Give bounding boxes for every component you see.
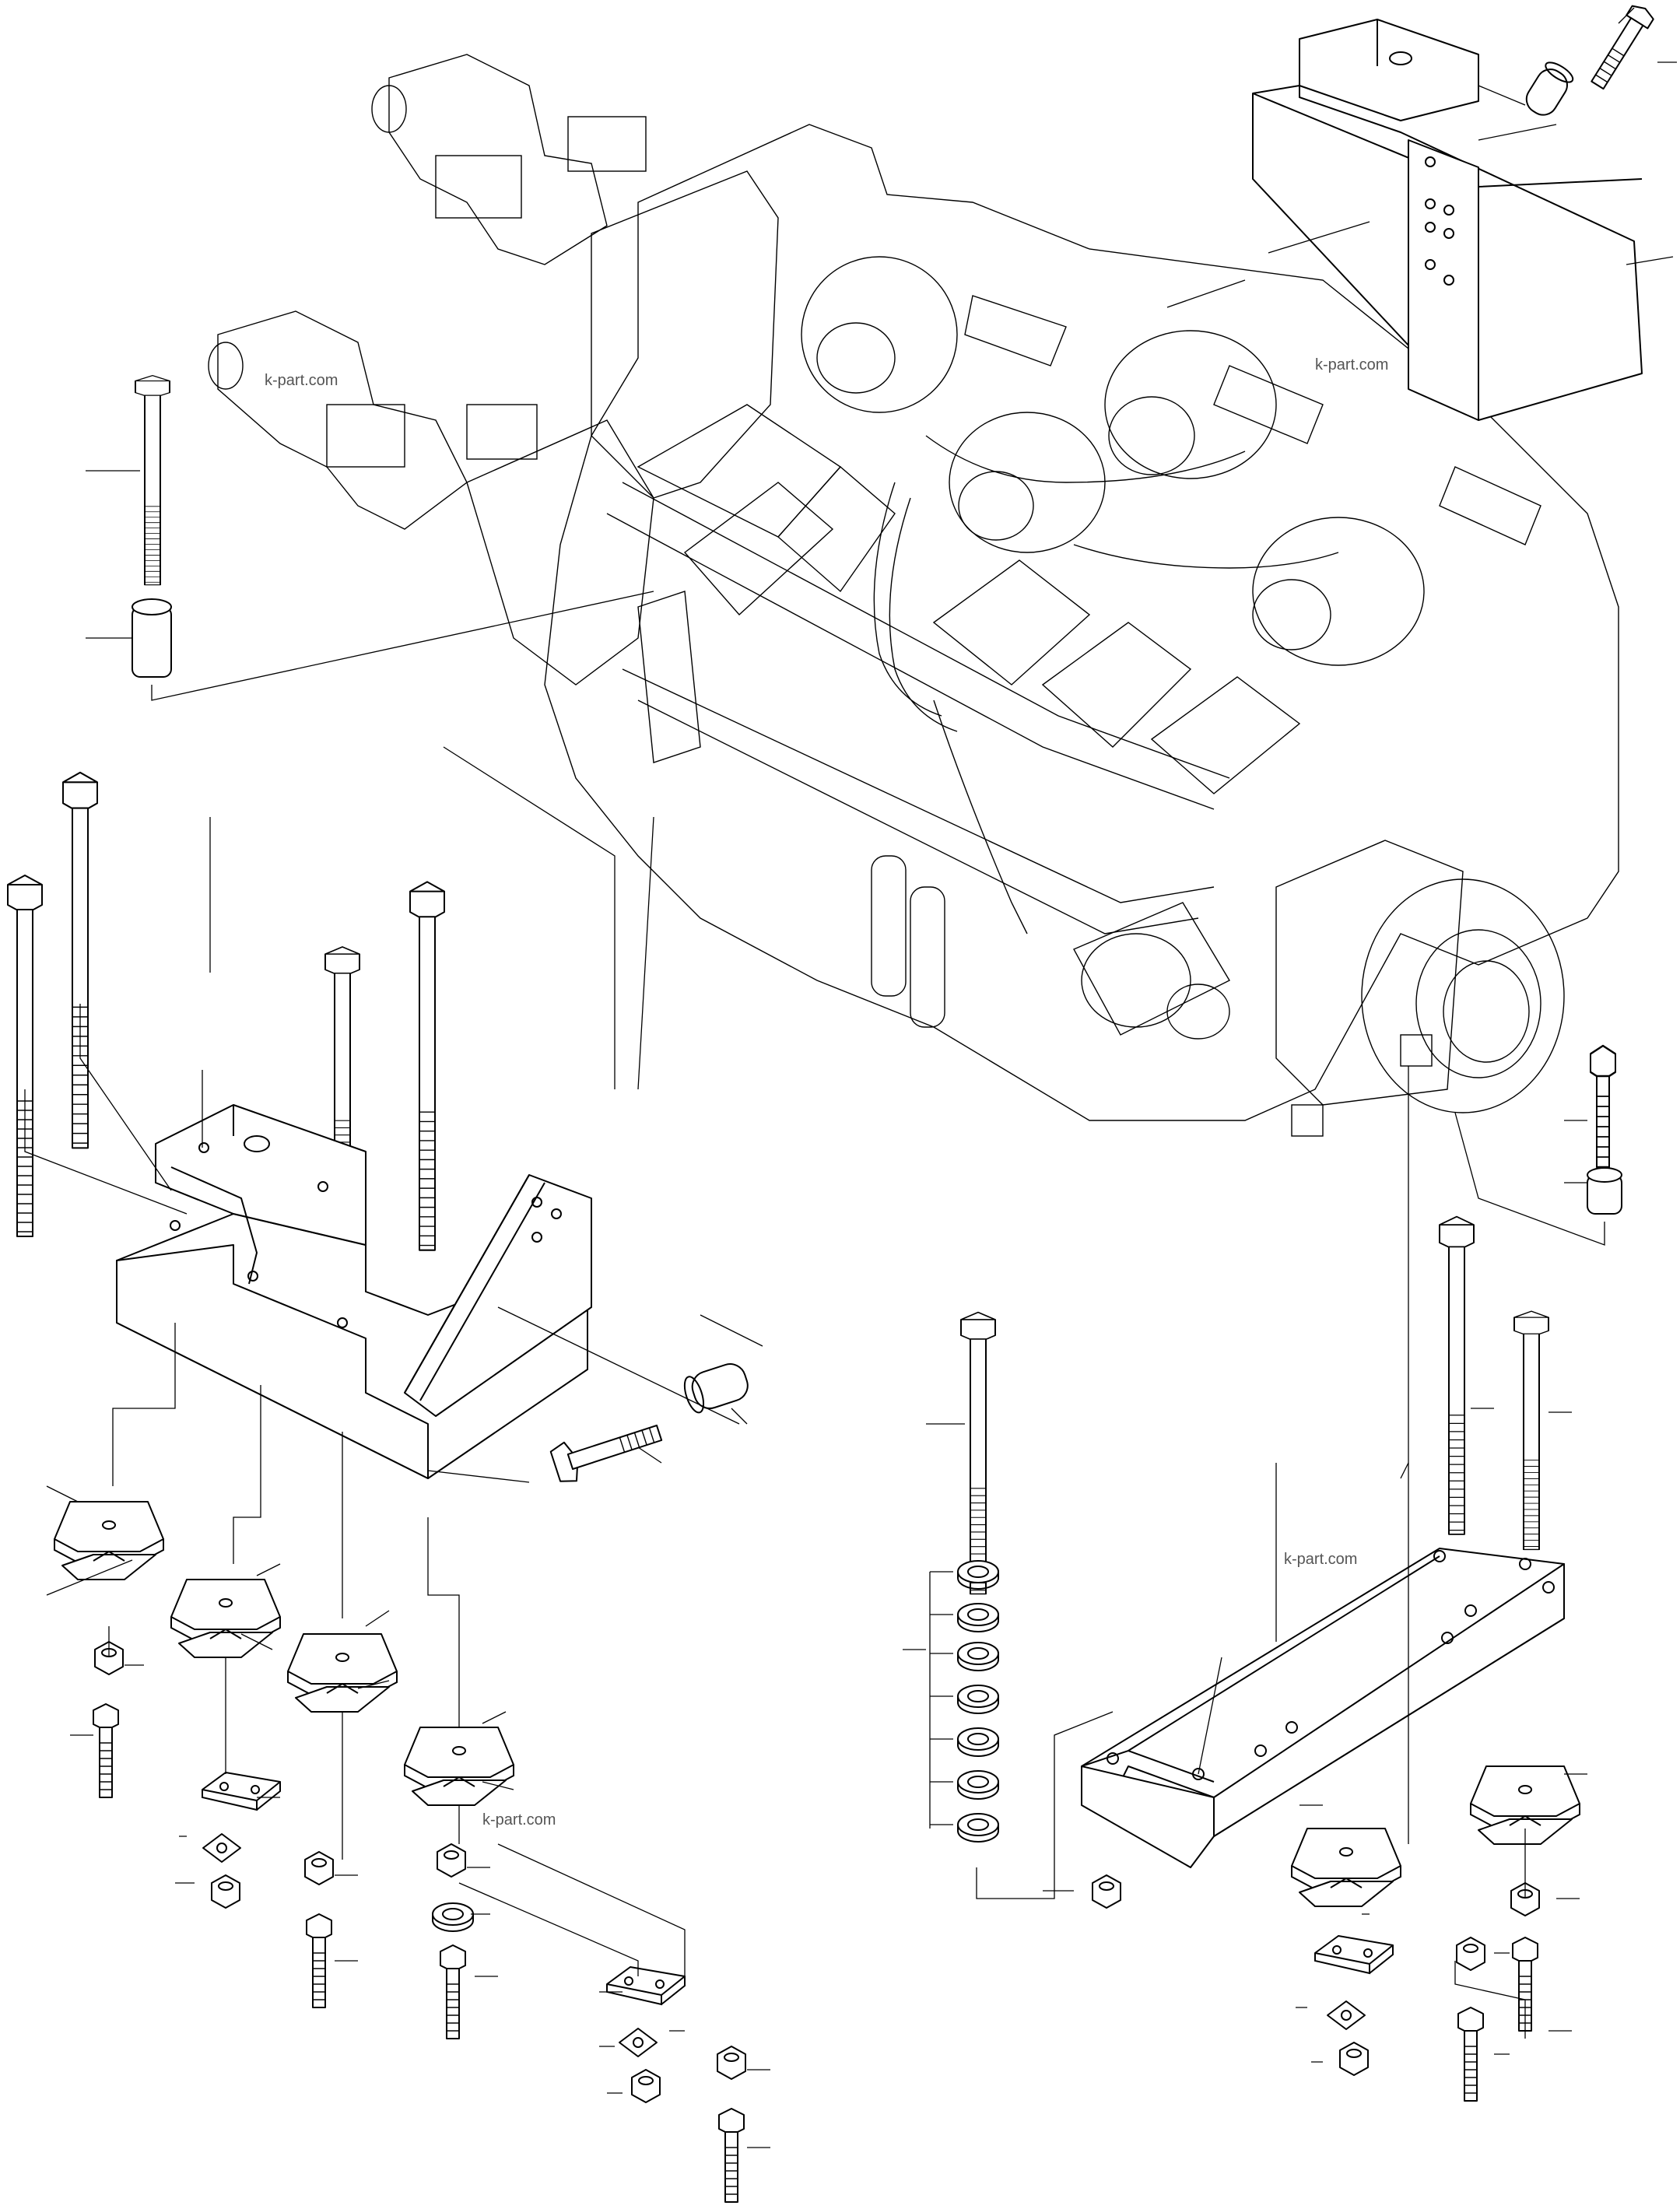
right-mount-assembly [903,1066,1587,2102]
engine-assembly [208,54,1619,1137]
upper-left-bolt-spacer [86,374,654,701]
rear-mount-bracket-detail [1166,5,1677,421]
front-right-bolt-spacer [1454,1044,1622,1246]
watermark-4: k-part.com [482,1811,556,1829]
left-mount-assembly [7,746,763,1735]
watermark-2: k-part.com [1315,356,1388,373]
watermark-1: k-part.com [265,372,338,389]
left-rubber-mounts [46,1485,770,2203]
watermark-3: k-part.com [1284,1551,1357,1568]
